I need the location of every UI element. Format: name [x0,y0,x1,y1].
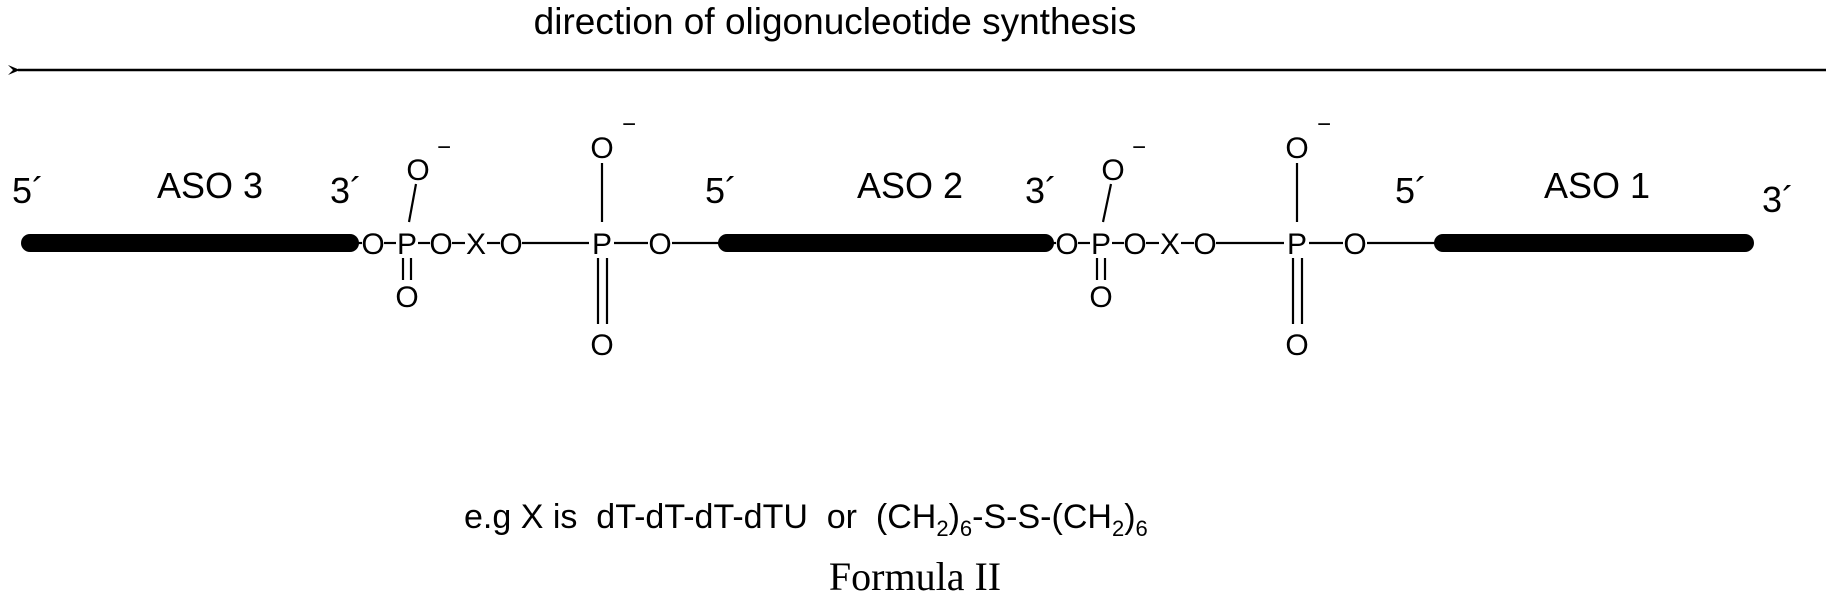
linker1-oxygen-3: O [499,228,522,261]
aso2-five-prime-label: 5´ [705,170,737,211]
linker1-p2-bottom-oxygen: O [590,329,613,362]
linker2-phosphorus-2: P [1287,228,1307,261]
formula-close-1: ) [949,498,960,536]
linker1-phosphorus-2: P [592,228,612,261]
linker2-x: X [1160,228,1180,261]
linker1-x: X [466,228,486,261]
linker1-p1-charge: − [437,134,451,161]
linker2-p2-top-oxygen: O [1285,132,1308,165]
linker2-oxygen-1: O [1055,228,1078,261]
linker2-p1-bottom-oxygen: O [1089,281,1112,314]
formula-close-2: ) [1124,498,1135,536]
formula-ch-2: (CH [1052,498,1112,536]
formula-sub-6a: 6 [960,516,972,541]
linker1-oxygen-2: O [429,228,452,261]
aso1-three-prime-label: 3´ [1762,179,1794,220]
linker1-p2-charge: − [622,111,636,138]
formula-caption: Formula II [829,554,1001,599]
linker2-oxygen-2: O [1123,228,1146,261]
linker2-phosphorus-1: P [1091,228,1111,261]
linker-group-right: O P O X O P O O − O O − O [1047,111,1436,362]
formula-disulfide: -S-S- [972,498,1051,536]
linker1-p1-top-oxygen: O [406,154,429,187]
linker2-p2-bottom-oxygen: O [1285,329,1308,362]
aso1-name: ASO 1 [1544,165,1650,206]
linker2-p2-charge: − [1317,111,1331,138]
linker2-p1-charge: − [1132,134,1146,161]
aso2-three-prime-label: 3´ [1025,170,1057,211]
formula-sub-2b: 2 [1112,516,1124,541]
linker2-p1-top-oxygen: O [1101,154,1124,187]
linker1-oxygen-1: O [361,228,384,261]
linker-definition-prefix: e.g X is dT-dT-dT-dTU or [464,498,876,536]
linker-definition: e.g X is dT-dT-dT-dTU or (CH2)6-S-S-(CH2… [464,498,1148,541]
direction-label: direction of oligonucleotide synthesis [534,1,1137,42]
aso3-five-prime-label: 5´ [12,170,44,211]
formula-ch-1: (CH [876,498,936,536]
linker1-oxygen-4: O [648,228,671,261]
linker2-oxygen-3: O [1193,228,1216,261]
aso1-five-prime-label: 5´ [1395,170,1427,211]
linker-group-left: O P O X O P O O − O O − O [352,111,720,362]
aso3-three-prime-label: 3´ [330,170,362,211]
linker2-oxygen-4: O [1343,228,1366,261]
formula-sub-6b: 6 [1136,516,1148,541]
aso2-name: ASO 2 [857,165,963,206]
linker1-p1-bottom-oxygen: O [395,281,418,314]
linker1-phosphorus-1: P [397,228,417,261]
aso3-name: ASO 3 [157,165,263,206]
linker1-p2-top-oxygen: O [590,132,613,165]
formula-sub-2a: 2 [936,516,948,541]
